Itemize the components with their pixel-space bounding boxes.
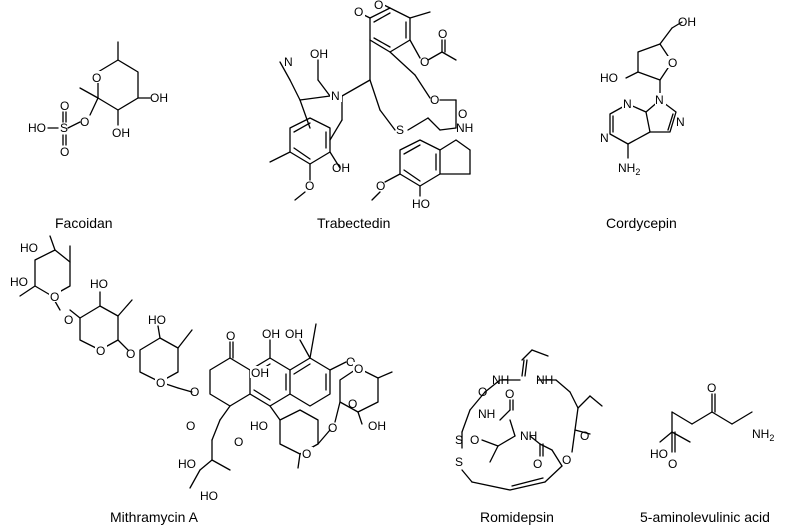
glycosidic-oxygen-atom: O bbox=[328, 421, 337, 435]
carbonyl-oxygen-atom: O bbox=[478, 385, 487, 399]
amide-nh-label: NH bbox=[536, 373, 553, 387]
ester-oxygen-atom: O bbox=[562, 453, 571, 467]
n3-nitrogen-atom: N bbox=[623, 97, 632, 111]
sulfonyl-oxygen-atom: O bbox=[60, 145, 69, 159]
ketone-oxygen-atom: O bbox=[226, 329, 235, 343]
hydroxyl-label: OH bbox=[262, 327, 280, 341]
ring-oxygen-atom: O bbox=[354, 362, 363, 376]
linker-oxygen-atom: O bbox=[80, 115, 89, 129]
hydroxyl-label: HO bbox=[90, 277, 108, 291]
carbonyl-oxygen-atom: O bbox=[533, 457, 542, 471]
methoxy-oxygen-atom: O bbox=[186, 419, 195, 433]
carbonyl-oxygen-atom: O bbox=[505, 387, 514, 401]
dioxole-oxygen-atom: O bbox=[374, 0, 383, 12]
hydroxyl-label: OH bbox=[150, 91, 168, 105]
carbonyl-oxygen-atom: O bbox=[580, 429, 589, 443]
hydroxyl-label: HO bbox=[28, 121, 46, 135]
dioxole-oxygen-atom: O bbox=[354, 5, 363, 19]
hydroxyl-label: OH bbox=[251, 366, 269, 380]
hydroxyl-label: OH bbox=[112, 126, 130, 140]
methoxy-oxygen-atom: O bbox=[376, 179, 385, 193]
caption-facoidan: Facoidan bbox=[55, 215, 113, 231]
ring-nitrogen-atom: N bbox=[331, 89, 340, 103]
hydroxyl-label: HO bbox=[412, 197, 430, 211]
caption-mithramycin-a: Mithramycin A bbox=[110, 509, 199, 525]
n9-nitrogen-atom: N bbox=[655, 93, 664, 107]
n1-nitrogen-atom: N bbox=[600, 131, 609, 145]
ring-oxygen-atom: O bbox=[302, 447, 311, 461]
caption-cordycepin: Cordycepin bbox=[606, 215, 677, 231]
glycosidic-oxygen-atom: O bbox=[190, 385, 199, 399]
n7-nitrogen-atom: N bbox=[676, 115, 685, 129]
hydroxyl-label: HO bbox=[178, 457, 196, 471]
ring-oxygen-atom: O bbox=[92, 71, 101, 85]
amide-nh-label: NH bbox=[520, 429, 537, 443]
ring-oxygen-atom: O bbox=[668, 56, 677, 70]
hydroxyl-label: HO bbox=[250, 419, 268, 433]
ring-oxygen-atom: O bbox=[50, 290, 59, 304]
acetate-carbonyl-oxygen: O bbox=[438, 27, 447, 41]
hydroxyl-label: OH bbox=[332, 161, 350, 175]
molecule-5-aminolevulinic-acid: O NH2 HO O 5-aminolevulinic acid bbox=[640, 381, 774, 525]
molecule-facoidan: O OH OH O S HO O O Facoidan bbox=[28, 41, 168, 231]
molecule-romidepsin: NH O NH O NH O NH O O S S O Romidepsin bbox=[455, 349, 603, 525]
lactone-oxygen-atom: O bbox=[430, 93, 439, 107]
hydroxyl-label: HO bbox=[148, 313, 166, 327]
ketone-oxygen-atom: O bbox=[234, 435, 243, 449]
methoxy-oxygen-atom: O bbox=[305, 179, 314, 193]
carbonyl-oxygen-atom: O bbox=[470, 433, 479, 447]
amine-nitrogen-atom: N bbox=[284, 55, 293, 69]
amino-group-label: NH2 bbox=[618, 161, 640, 177]
caption-romidepsin: Romidepsin bbox=[480, 509, 554, 525]
amino-group-label: NH2 bbox=[752, 427, 774, 443]
molecule-mithramycin-a: HO HO O O HO O O HO O O OH OH O OH O O O… bbox=[10, 235, 393, 525]
sulfur-atom: S bbox=[60, 121, 68, 135]
caption-5-aminolevulinic-acid: 5-aminolevulinic acid bbox=[640, 509, 770, 525]
sulfur-atom: S bbox=[396, 123, 404, 137]
glycosidic-oxygen-atom: O bbox=[126, 347, 135, 361]
hydroxyl-label: OH bbox=[310, 47, 328, 61]
lactone-carbonyl-oxygen: O bbox=[458, 107, 467, 121]
sulfur-atom: S bbox=[455, 455, 463, 469]
molecule-cordycepin: OH O HO N N N N NH2 Cordycepin bbox=[600, 15, 696, 231]
caption-trabectedin: Trabectedin bbox=[317, 215, 390, 231]
ketone-oxygen-atom: O bbox=[707, 381, 716, 395]
hydroxyl-label: HO bbox=[650, 447, 668, 461]
hydroxyl-label: OH bbox=[678, 15, 696, 29]
sulfur-atom: S bbox=[455, 433, 463, 447]
acetate-oxygen-atom: O bbox=[420, 55, 429, 69]
hydroxyl-label: HO bbox=[600, 71, 618, 85]
hydroxyl-label: OH bbox=[368, 419, 386, 433]
ring-oxygen-atom: O bbox=[348, 397, 357, 411]
amide-nh-label: NH bbox=[492, 373, 509, 387]
glycosidic-oxygen-atom: O bbox=[64, 313, 73, 327]
hydroxyl-label: HO bbox=[10, 275, 28, 289]
ring-oxygen-atom: O bbox=[96, 344, 105, 358]
amine-nh-label: NH bbox=[456, 121, 473, 135]
molecule-trabectedin: O O N OH N O O O O S NH OH O O HO Trabec… bbox=[269, 0, 473, 231]
hydroxyl-label: HO bbox=[20, 241, 38, 255]
aryl-ether-oxygen-atom: O bbox=[346, 355, 355, 369]
amide-nh-label: NH bbox=[478, 407, 495, 421]
hydroxyl-label: OH bbox=[285, 327, 303, 341]
sulfonyl-oxygen-atom: O bbox=[60, 99, 69, 113]
hydroxyl-label: HO bbox=[200, 489, 218, 503]
acid-carbonyl-oxygen: O bbox=[668, 457, 677, 471]
ring-oxygen-atom: O bbox=[156, 376, 165, 390]
